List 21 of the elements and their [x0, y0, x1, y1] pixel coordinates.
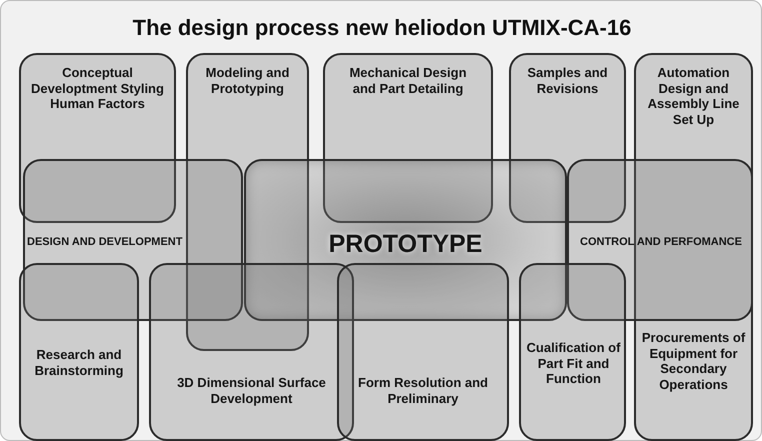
box-label: DESIGN AND DEVELOPMENT [27, 236, 184, 250]
box-label: Conceptual Developtment Styling Human Factors [30, 65, 165, 112]
box-label: Modeling and Prototyping [204, 65, 290, 96]
box-label: 3D Dimensional Surface Development [176, 375, 327, 406]
process-box [19, 263, 139, 441]
diagram-title: The design process new heliodon UTMIX-CA-16 [132, 15, 632, 41]
stage-band [23, 159, 243, 321]
process-box [634, 53, 753, 441]
stage-band [567, 159, 753, 321]
box-label: Samples and Revisions [526, 65, 609, 96]
box-label: Automation Design and Assembly Line Set Up [646, 65, 740, 128]
process-box [519, 263, 626, 441]
box-label: Cualification of Part Fit and Function [526, 340, 622, 387]
stage-title: PROTOTYPE [328, 229, 484, 259]
box-label: Mechanical Design and Part Detailing [348, 65, 468, 96]
box-label: Procurements of Equipment for Secondary Operations [640, 330, 746, 392]
process-box [337, 263, 509, 441]
box-label: CONTROL AND PERFOMANCE [579, 236, 743, 250]
box-label: Research and Brainstorming [34, 347, 124, 378]
box-label: Form Resolution and Preliminary [357, 375, 489, 406]
stage-band [244, 159, 567, 321]
